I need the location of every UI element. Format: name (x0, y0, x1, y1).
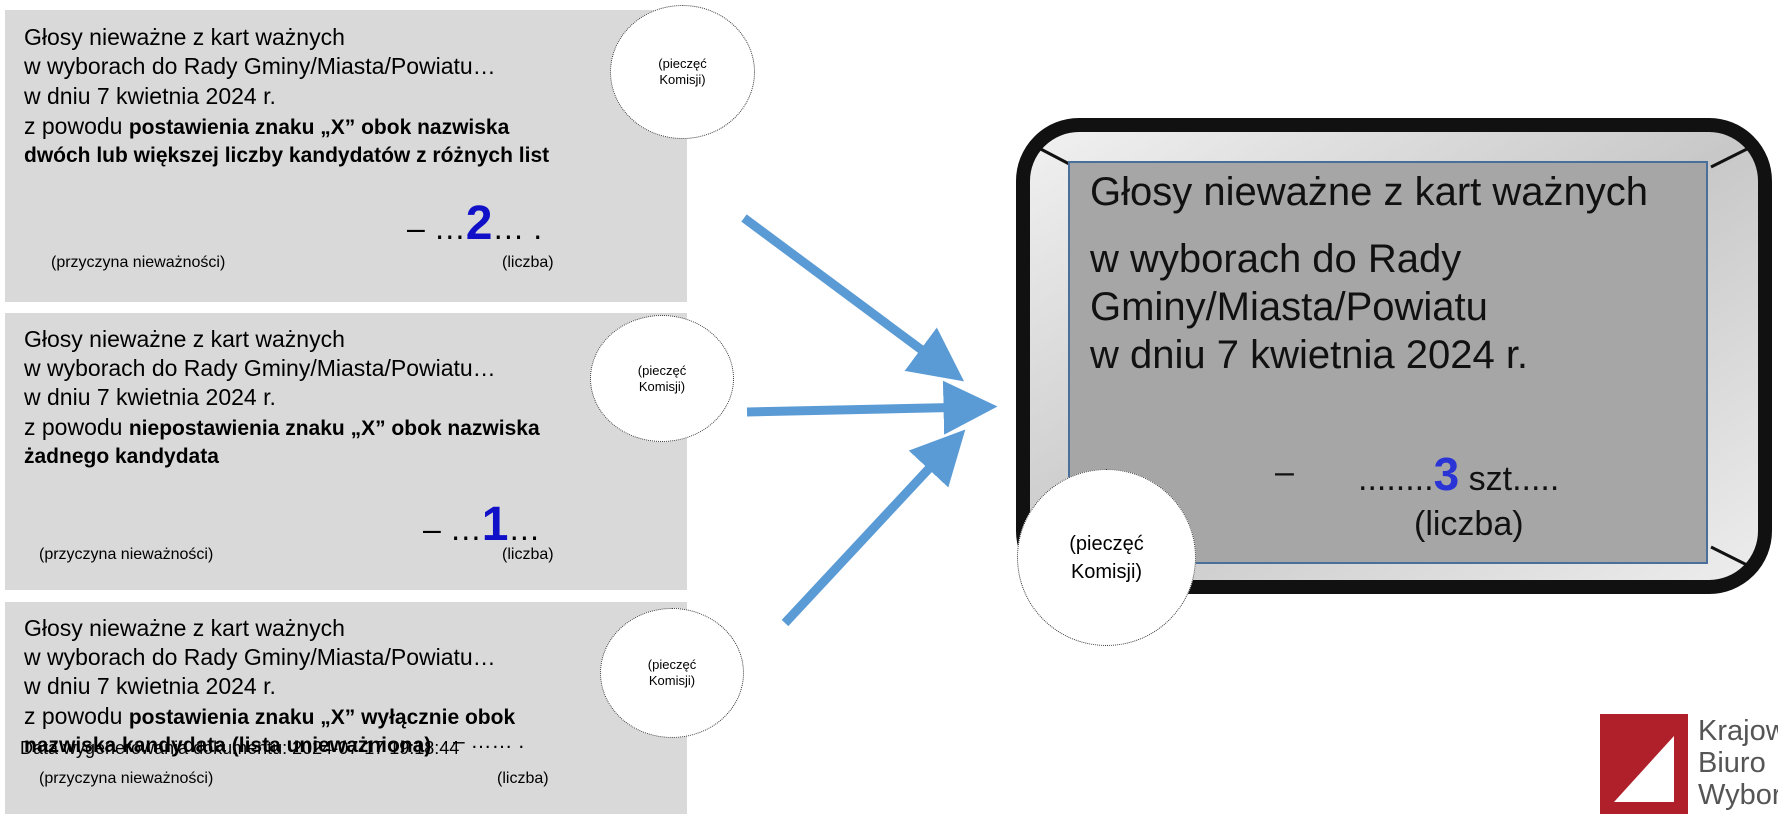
invalid-count: 2 (465, 197, 493, 250)
reason-prefix: z powodu (24, 703, 129, 729)
card-heading: Głosy nieważne z kart ważnych (24, 24, 345, 50)
tally-dash: – (407, 210, 425, 246)
summary-count: 3 (1433, 448, 1460, 500)
arrow-top (741, 214, 965, 382)
card-heading: Głosy nieważne z kart ważnych (24, 615, 345, 641)
card-reason-continuation: żadnego kandydata (24, 445, 219, 468)
seal-text: Komisji) (638, 378, 686, 394)
summary-election-line: Gminy/Miasta/Powiatu (1090, 285, 1488, 329)
seal-text: Komisji) (648, 673, 696, 688)
tally-dash: – (423, 511, 441, 547)
seal-text: (pieczęć (647, 657, 697, 672)
number-label: (liczba) (502, 546, 554, 563)
summary-panel: Głosy nieważne z kart ważnych w wyborach… (1068, 161, 1708, 564)
logo-text: Wyborcze (1698, 779, 1778, 811)
summary-unit: szt..... (1459, 460, 1560, 498)
card-election-line: w wyborach do Rady Gminy/Miasta/Powiatu… (24, 53, 496, 79)
seal-text: Komisji) (659, 72, 706, 87)
cause-label: (przyczyna nieważności) (51, 254, 226, 271)
logo-text: Biuro (1698, 747, 1766, 779)
invalid-votes-card-list-annulled: Głosy nieważne z kart ważnych w wyborach… (5, 602, 687, 814)
invalid-count: 1 (481, 498, 509, 551)
card-reason-line: z powodu postawienia znaku „X” obok nazw… (24, 111, 509, 143)
number-label: (liczba) (502, 254, 554, 271)
kbw-logo: Krajowe Biuro Wyborcze (1600, 714, 1778, 814)
summary-dots: ........ (1358, 460, 1434, 498)
tally-dots-after: … (508, 511, 541, 547)
summary-heading: Głosy nieważne z kart ważnych (1090, 170, 1649, 214)
tally-dots-before: … (424, 210, 466, 246)
tally-dots-before: … (440, 511, 482, 547)
invalid-votes-card-multiple-lists: Głosy nieważne z kart ważnych w wyborach… (5, 10, 687, 302)
tally-dots-after: … . (492, 210, 543, 246)
invalid-votes-card-no-mark: Głosy nieważne z kart ważnych w wyborach… (5, 313, 687, 590)
summary-dash: – (1275, 453, 1294, 491)
summary-number-label: (liczba) (1414, 505, 1524, 543)
card-election-line: w wyborach do Rady Gminy/Miasta/Powiatu… (24, 644, 496, 670)
generated-date-stamp: Data wygenerowania dokumentu: 2024-07-17… (20, 738, 460, 758)
card-date-line: w dniu 7 kwietnia 2024 r. (24, 673, 276, 699)
card-date-line: w dniu 7 kwietnia 2024 r. (24, 83, 276, 109)
logo-text: Krajowe (1698, 715, 1778, 747)
commission-seal: (pieczęć Komisji) (590, 315, 734, 442)
card-reason-line: z powodu postawienia znaku „X” wyłącznie… (24, 701, 515, 733)
card-tally: – …1… (423, 497, 540, 552)
card-tally: – …2… . (407, 196, 542, 251)
commission-seal: (pieczęć Komisji) (610, 5, 755, 139)
summary-election-line: w wyborach do Rady (1090, 237, 1462, 281)
commission-seal: (pieczęć Komisji) (600, 608, 744, 738)
seal-text: (pieczęć (658, 56, 707, 71)
summary-commission-seal: (pieczęć Komisji) (1017, 469, 1196, 646)
card-tally: – …… . (453, 730, 525, 753)
seal-text: Komisji) (1070, 560, 1143, 583)
seal-text: (pieczęć (637, 362, 687, 378)
summary-date-line: w dniu 7 kwietnia 2024 r. (1090, 333, 1529, 377)
seal-text: (pieczęć (1069, 532, 1144, 555)
card-reason-continuation: dwóch lub większej liczby kandydatów z r… (24, 144, 550, 167)
reason-prefix: z powodu (24, 113, 129, 139)
card-date-line: w dniu 7 kwietnia 2024 r. (24, 384, 276, 410)
card-heading: Głosy nieważne z kart ważnych (24, 326, 345, 352)
reason-bold: postawienia znaku „X” obok nazwiska (128, 116, 510, 139)
arrow-middle (746, 380, 998, 435)
reason-bold: postawienia znaku „X” wyłącznie obok (128, 706, 516, 729)
arrow-bottom (781, 429, 966, 627)
kbw-logo-mark-icon (1600, 714, 1688, 814)
card-election-line: w wyborach do Rady Gminy/Miasta/Powiatu… (24, 355, 496, 381)
reason-bold: niepostawienia znaku „X” obok nazwiska (128, 417, 540, 440)
summary-tally: ........3 szt..... (1358, 447, 1559, 501)
card-reason-line: z powodu niepostawienia znaku „X” obok n… (24, 412, 540, 444)
number-label: (liczba) (497, 770, 549, 787)
cause-label: (przyczyna nieważności) (39, 770, 214, 787)
reason-prefix: z powodu (24, 414, 129, 440)
card-reason-continuation: nazwiska kandydata (lista unieważniona) (24, 734, 432, 757)
cause-label: (przyczyna nieważności) (39, 546, 214, 563)
